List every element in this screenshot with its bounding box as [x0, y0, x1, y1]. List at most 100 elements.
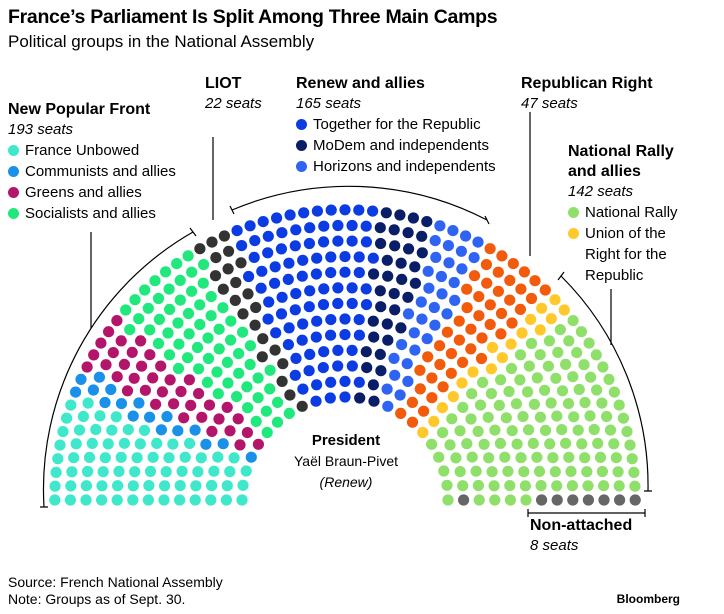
label-liot: LIOT 22 seats	[205, 74, 262, 114]
seat-socialists-and-allies	[120, 304, 132, 316]
seat-france-unbowed	[82, 397, 94, 409]
seat-national-rally	[598, 480, 610, 492]
seat-france-unbowed	[189, 494, 201, 506]
seat-socialists-and-allies	[183, 328, 195, 340]
seat-horizons-and-independents	[429, 235, 441, 247]
seat-france-unbowed	[80, 494, 92, 506]
seat-national-rally	[579, 452, 591, 464]
seat-socialists-and-allies	[217, 302, 229, 314]
seat-socialists-and-allies	[233, 367, 245, 379]
seat-together-for-the-republic	[339, 251, 351, 263]
seat-france-unbowed	[237, 479, 249, 491]
president-label: President Yaël Braun-Pivet (Renew)	[266, 430, 426, 493]
seat-france-unbowed	[106, 424, 118, 436]
seat-national-rally	[573, 383, 585, 396]
seat-socialists-and-allies	[172, 317, 184, 329]
seat-greens-and-allies	[150, 398, 162, 410]
seat-union-of-the-right-for-the-republic	[534, 324, 546, 336]
seat-together-for-the-republic	[282, 273, 294, 285]
seat-national-rally	[624, 439, 636, 451]
seat-horizons-and-independents	[408, 327, 420, 339]
seat-socialists-and-allies	[202, 332, 214, 344]
legend-dot-icon	[568, 207, 579, 218]
seat-france-unbowed	[82, 465, 94, 478]
seat-republican-right	[461, 283, 473, 295]
seat-union-of-the-right-for-the-republic	[485, 363, 497, 375]
seat-republican-right	[529, 275, 541, 287]
seat-modem-and-independents	[368, 331, 380, 343]
seat-national-rally	[560, 358, 572, 370]
seat-horizons-and-independents	[434, 220, 446, 232]
group-name: and allies	[568, 163, 641, 180]
seat-communists-and-allies	[70, 386, 82, 398]
seat-modem-and-independents	[368, 395, 380, 407]
seat-socialists-and-allies	[264, 383, 276, 395]
seat-republican-right	[476, 332, 488, 344]
seat-together-for-the-republic	[311, 379, 323, 391]
seat-greens-and-allies	[234, 439, 246, 451]
seat-socialists-and-allies	[197, 277, 209, 289]
seat-liot	[194, 243, 206, 255]
seat-union-of-the-right-for-the-republic	[456, 377, 468, 389]
group-name: Republican Right	[521, 75, 653, 92]
seat-republican-right	[414, 364, 426, 376]
seat-modem-and-independents	[354, 392, 366, 404]
seat-national-rally	[518, 466, 530, 478]
seat-national-rally	[454, 466, 466, 478]
seat-national-rally	[549, 466, 561, 478]
group-seats: 193 seats	[8, 121, 74, 138]
seat-greens-and-allies	[121, 385, 134, 397]
seat-horizons-and-independents	[423, 282, 435, 294]
seat-republican-right	[426, 392, 438, 404]
seat-france-unbowed	[127, 494, 139, 506]
seat-france-unbowed	[118, 437, 130, 449]
seat-greens-and-allies	[81, 361, 93, 373]
seat-national-rally	[621, 426, 633, 438]
seat-national-rally	[437, 427, 449, 439]
seat-socialists-and-allies	[250, 415, 262, 427]
seat-national-rally	[585, 371, 597, 383]
seat-france-unbowed	[61, 412, 73, 424]
seat-france-unbowed	[220, 494, 232, 506]
seat-national-rally	[612, 466, 624, 478]
seat-socialists-and-allies	[202, 352, 215, 365]
seat-republican-right	[406, 396, 418, 408]
seat-union-of-the-right-for-the-republic	[486, 341, 499, 354]
seat-together-for-the-republic	[255, 282, 267, 294]
seat-union-of-the-right-for-the-republic	[467, 366, 479, 378]
seat-national-rally	[596, 397, 608, 409]
seat-together-for-the-republic	[367, 205, 379, 217]
seat-france-unbowed	[90, 423, 102, 436]
seat-socialists-and-allies	[191, 341, 204, 354]
seat-national-rally	[629, 480, 641, 492]
bloomberg-logo: Bloomberg	[616, 592, 680, 606]
seat-republican-right	[495, 307, 508, 320]
seat-socialists-and-allies	[182, 307, 195, 320]
legend-dot-icon	[296, 119, 307, 130]
seat-france-unbowed	[221, 480, 233, 492]
seat-republican-right	[496, 250, 508, 262]
seat-france-unbowed	[70, 438, 82, 450]
seat-liot	[217, 283, 229, 295]
seat-socialists-and-allies	[142, 302, 154, 314]
seat-communists-and-allies	[172, 425, 184, 437]
seat-together-for-the-republic	[339, 313, 351, 325]
seat-together-for-the-republic	[339, 391, 351, 403]
seat-greens-and-allies	[126, 346, 138, 358]
seat-together-for-the-republic	[346, 297, 358, 310]
seat-modem-and-independents	[402, 227, 414, 239]
seat-non-attached	[567, 494, 579, 506]
seat-national-rally	[542, 360, 555, 372]
label-renew: Renew and allies 165 seats Together for …	[296, 74, 496, 177]
seat-national-rally	[525, 337, 538, 350]
seat-national-rally	[543, 335, 556, 347]
seat-together-for-the-republic	[249, 235, 261, 247]
seat-liot	[218, 230, 230, 242]
seat-national-rally	[568, 411, 580, 423]
seat-modem-and-independents	[403, 243, 415, 255]
seat-communists-and-allies	[245, 451, 257, 463]
seat-national-rally	[567, 371, 579, 383]
seat-republican-right	[441, 326, 453, 338]
seat-national-rally	[478, 438, 490, 450]
seat-republican-right	[484, 318, 496, 331]
